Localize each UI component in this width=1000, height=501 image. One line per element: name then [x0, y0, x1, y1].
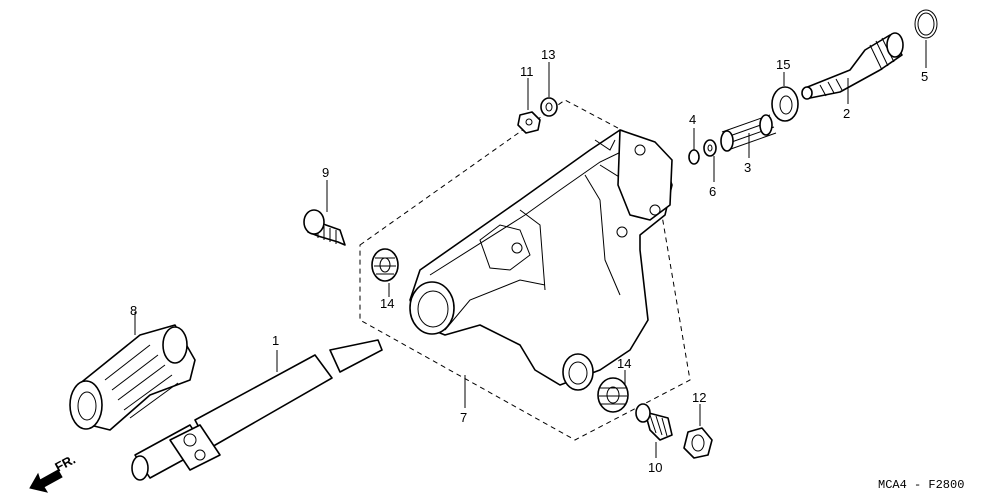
- bearing-right: [597, 377, 629, 413]
- callout-5: 5: [921, 69, 928, 84]
- washer: [540, 97, 558, 117]
- nut: [517, 111, 541, 134]
- rubber-boot: [69, 324, 196, 431]
- assembly-boundary: [359, 99, 691, 441]
- callout-8: 8: [130, 303, 137, 318]
- callout-9: 9: [322, 165, 329, 180]
- spring: [720, 114, 777, 152]
- callout-10: 10: [648, 460, 662, 475]
- callout-11: 11: [520, 64, 534, 79]
- final-drive-shaft: [801, 32, 904, 100]
- bearing-left: [371, 248, 399, 282]
- drawing-code: MCA4 - F2800: [878, 478, 964, 492]
- pivot-bolt-right: [635, 403, 673, 441]
- front-direction-arrow: FR.: [29, 452, 78, 493]
- oil-seal: [771, 86, 799, 122]
- callout-7: 7: [460, 410, 467, 425]
- washer-4: [688, 149, 700, 165]
- circlip: [914, 9, 938, 39]
- pivot-bolt-left: [303, 209, 346, 246]
- callout-2: 2: [843, 106, 850, 121]
- callout-13: 13: [541, 47, 555, 62]
- callout-3: 3: [744, 160, 751, 175]
- locknut: [683, 427, 713, 459]
- callout-15: 15: [776, 57, 790, 72]
- drive-shaft: [131, 339, 383, 481]
- callout-6: 6: [709, 184, 716, 199]
- callout-14-left: 14: [380, 296, 394, 311]
- leader-lines: [134, 40, 927, 458]
- callout-12: 12: [692, 390, 706, 405]
- callout-1: 1: [272, 333, 279, 348]
- washer-6: [703, 139, 717, 157]
- callout-4: 4: [689, 112, 696, 127]
- swingarm: [409, 129, 673, 391]
- callout-14-right: 14: [617, 356, 631, 371]
